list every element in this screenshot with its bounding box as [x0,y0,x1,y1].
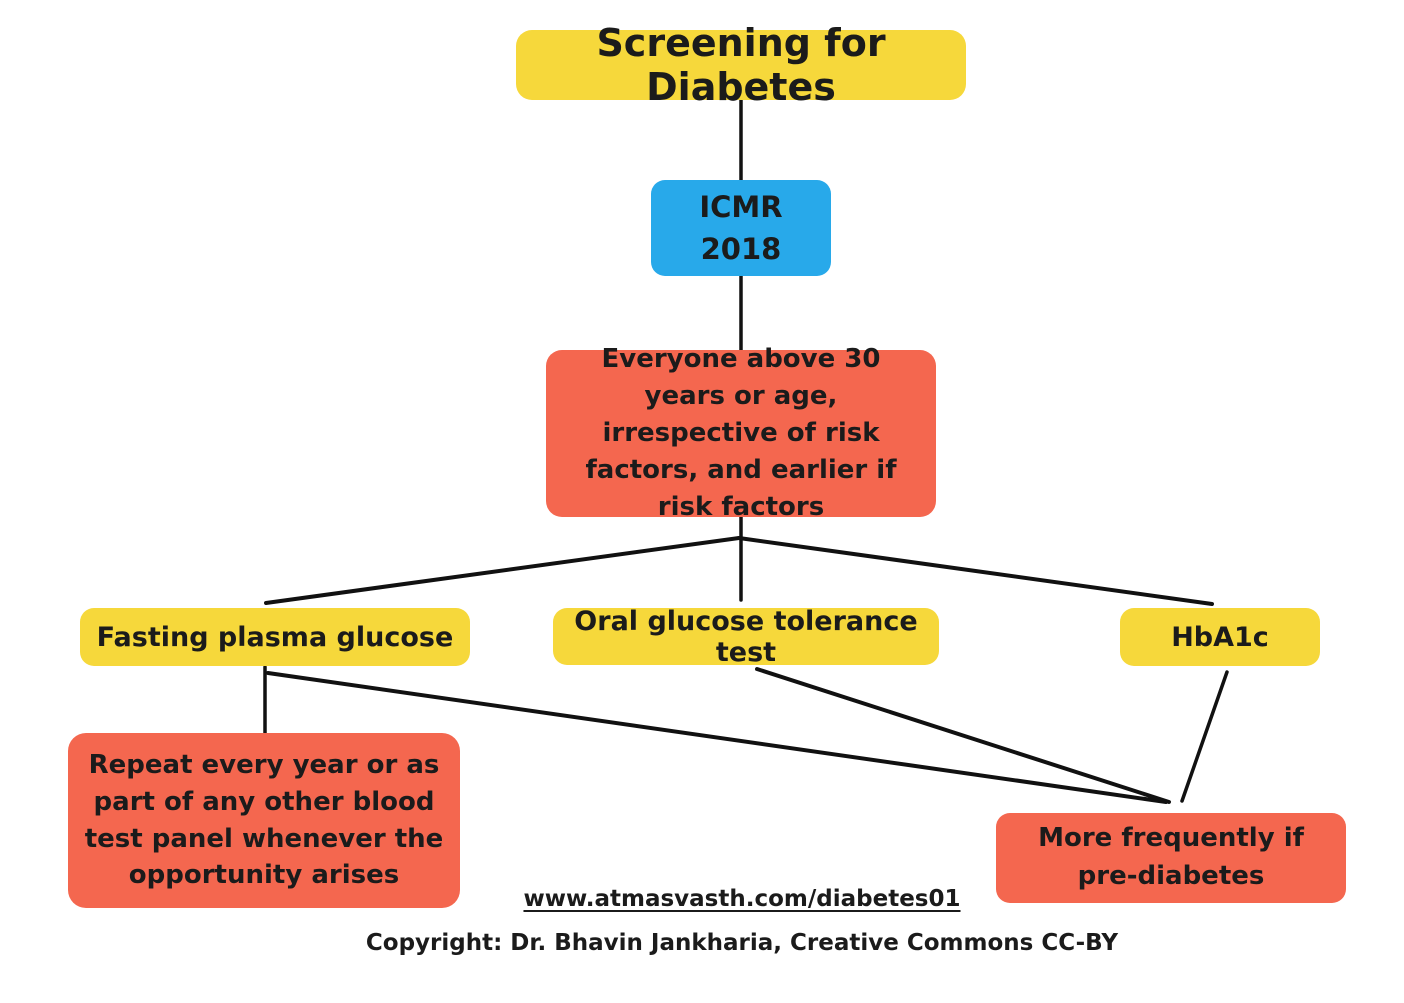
title-node: Screening for Diabetes [516,21,966,109]
hba1c-node: HbA1c [1120,608,1320,666]
repeat-every-year-note-node: Repeat every year or as part of any othe… [68,733,460,908]
copyright-text: Copyright: Dr. Bhavin Jankharia, Creativ… [365,930,1119,956]
connector-population-hba1c [737,536,1214,606]
website-link[interactable]: www.atmasvasth.com/diabetes01 [523,886,961,912]
fasting-plasma-glucose-node: Fasting plasma glucose [80,608,470,666]
icmr-2018-node: ICMR 2018 [651,180,831,276]
population-criteria-node: Everyone above 30 years or age, irrespec… [546,344,936,522]
connector-population-fpg [264,536,741,605]
prediabetes-frequency-note-node: More frequently if pre-diabetes [996,813,1346,903]
connector-hba1c-prediabetes [1180,670,1229,803]
oral-glucose-tolerance-test-node: Oral glucose tolerance test [553,606,939,668]
connector-ogtt-prediabetes [755,667,1171,804]
